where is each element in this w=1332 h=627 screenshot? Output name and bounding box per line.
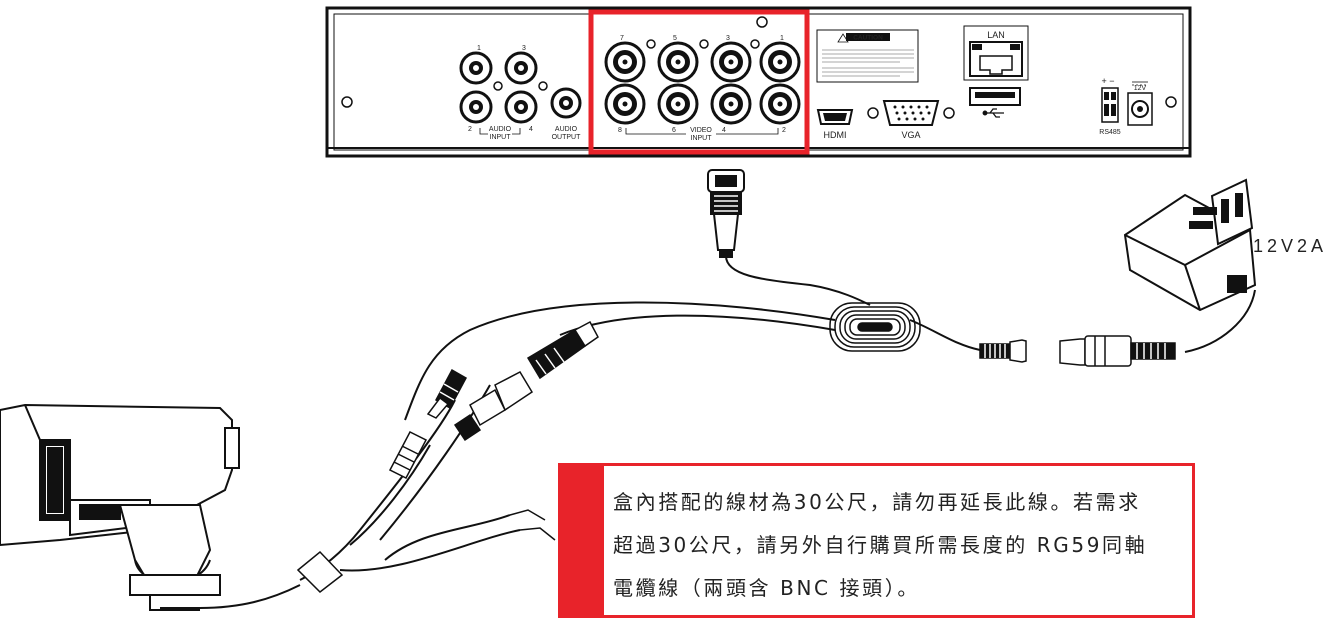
bnc-plug-icon [707, 169, 745, 258]
rca-connector-icon [459, 90, 493, 124]
screw-icon [1165, 96, 1177, 108]
audio-input-number: 3 [522, 45, 526, 52]
note-line: 超過30公尺，請另外自行購買所需長度的 RG59同軸 [613, 533, 1148, 557]
camera-bnc-plug-icon [453, 320, 599, 442]
note-line: 盒內搭配的線材為30公尺，請勿再延長此線。若需求 [613, 490, 1141, 514]
lan-label: LAN [987, 30, 1005, 40]
dc-plug-icon [1059, 335, 1176, 367]
bnc-connector-icon [657, 41, 699, 83]
video-input-number: 6 [672, 127, 676, 134]
dc-symbol-icon [1132, 81, 1148, 86]
note-accent-bar [561, 466, 604, 615]
usb-port [969, 87, 1021, 118]
video-input-label: INPUT [691, 135, 713, 142]
warning-icon [837, 33, 849, 43]
power-adapter-icon [1123, 178, 1257, 312]
video-input-number: 8 [618, 127, 622, 134]
bullet-camera-icon [0, 403, 240, 611]
video-input-number: 7 [620, 35, 624, 42]
screw-icon [756, 16, 768, 28]
video-input-number: 1 [780, 35, 784, 42]
cable-length-note: 盒內搭配的線材為30公尺，請勿再延長此線。若需求 超過30公尺，請另外自行購買所… [558, 463, 1195, 618]
bnc-connector-icon [657, 83, 699, 125]
video-input-number: 5 [673, 35, 677, 42]
hdmi-port: HDMI [816, 109, 854, 140]
note-line: 電纜線（兩頭含 BNC 接頭）。 [613, 576, 920, 600]
caution-label: CAUTION [816, 29, 919, 83]
rca-connector-icon [459, 51, 493, 85]
dc-plug-icon [979, 339, 1027, 363]
bnc-connector-icon [759, 83, 801, 125]
audio-input-label: AUDIO [489, 126, 512, 133]
audio-input-label: INPUT [490, 134, 512, 141]
rca-connector-icon [504, 90, 538, 124]
video-input-label: VIDEO [690, 127, 712, 134]
audio-output-label: AUDIO [555, 126, 578, 133]
vga-port: VGA [867, 100, 955, 140]
cable-junction-icon [296, 550, 344, 593]
audio-output-label: OUTPUT [552, 134, 582, 141]
bnc-connector-icon [710, 83, 752, 125]
note-text: 盒內搭配的線材為30公尺，請勿再延長此線。若需求 超過30公尺，請另外自行購買所… [613, 481, 1193, 610]
bnc-connector-icon [604, 41, 646, 83]
usb-icon [982, 108, 1004, 118]
video-input-highlight [588, 9, 810, 155]
power-voltage: 12V [1134, 85, 1147, 92]
rs485-polarity: + − [1101, 76, 1114, 86]
adapter-spec-label: 12V2A [1253, 236, 1328, 256]
audio-input-group: 1 3 2 4 AUDIO INPUT [459, 45, 548, 141]
cable-lines [160, 255, 1256, 609]
bnc-connector-icon [604, 83, 646, 125]
audio-output-group: AUDIO OUTPUT [550, 87, 582, 141]
camera-dc-plug-icon [388, 368, 468, 479]
screw-icon [341, 96, 353, 108]
video-input-number: 4 [722, 127, 726, 134]
video-input-number: 3 [726, 35, 730, 42]
bnc-connector-icon [710, 41, 752, 83]
audio-input-number: 4 [529, 126, 533, 133]
audio-input-number: 2 [468, 126, 472, 133]
wall-outlet-icon [1210, 178, 1254, 246]
hdmi-label: HDMI [824, 130, 847, 140]
cable-coil-icon [829, 302, 921, 352]
rs485-label: RS485 [1099, 129, 1121, 136]
audio-input-number: 1 [477, 45, 481, 52]
rca-connector-icon [550, 87, 582, 119]
video-input-number: 2 [782, 127, 786, 134]
lan-port: LAN [963, 25, 1029, 81]
video-input-group: 7 5 3 1 8 6 4 2 VIDEO INPUT [604, 35, 801, 142]
power-port: + − RS485 12V [1099, 76, 1153, 136]
vga-label: VGA [901, 130, 920, 140]
bare-wires-icon [509, 509, 556, 541]
caution-title: CAUTION [853, 35, 883, 42]
bnc-connector-icon [759, 41, 801, 83]
rca-connector-icon [504, 51, 538, 85]
